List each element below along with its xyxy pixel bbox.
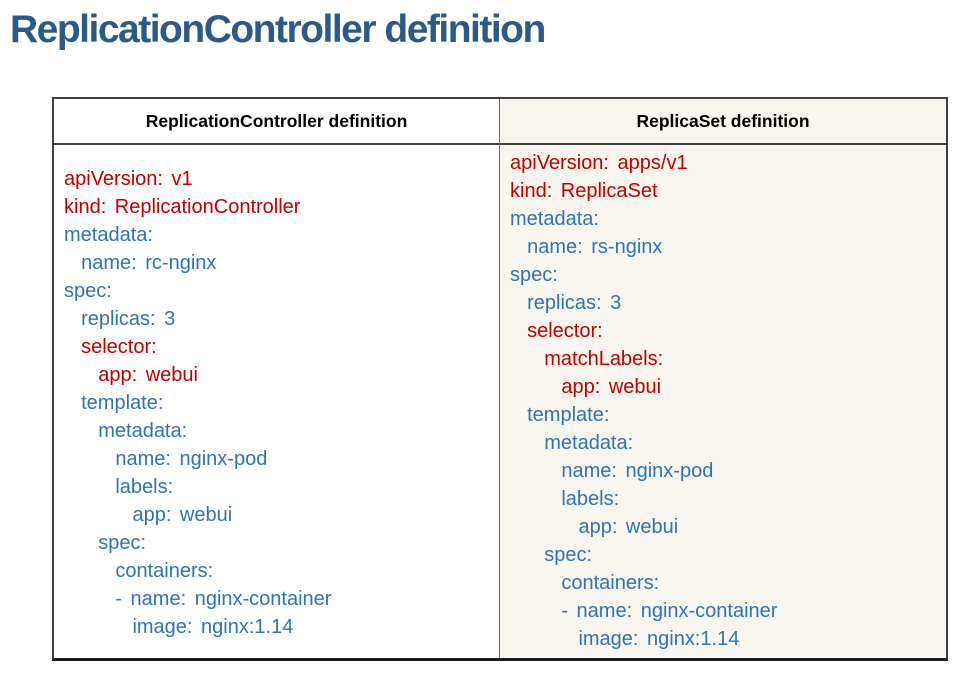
yaml-line: kind: ReplicaSet <box>510 180 658 202</box>
column-header-replicationcontroller: ReplicationController definition <box>54 99 499 145</box>
yaml-line: app: webui <box>64 504 233 526</box>
yaml-line: name: nginx-pod <box>510 460 714 482</box>
yaml-line: name: nginx-pod <box>64 448 268 470</box>
yaml-line: labels: <box>64 476 174 498</box>
yaml-block-replicationcontroller: apiVersion: v1 kind: ReplicationControlle… <box>54 145 499 658</box>
yaml-line: image: nginx:1.14 <box>510 628 740 650</box>
yaml-line: metadata: <box>510 432 634 454</box>
yaml-line: template: <box>510 404 610 426</box>
yaml-line: template: <box>64 392 164 414</box>
yaml-line: spec: <box>510 544 593 566</box>
page-title: ReplicationController definition <box>10 8 546 51</box>
column-replicaset: ReplicaSet definition apiVersion: apps/v… <box>500 99 946 658</box>
yaml-line: metadata: <box>510 208 599 230</box>
yaml-line: matchLabels: <box>510 348 664 370</box>
yaml-line: image: nginx:1.14 <box>64 616 294 638</box>
definition-comparison-table: ReplicationController definition apiVers… <box>52 97 948 661</box>
yaml-line: spec: <box>64 532 147 554</box>
yaml-line: spec: <box>510 264 558 286</box>
yaml-line: name: rc-nginx <box>64 252 217 274</box>
yaml-line: metadata: <box>64 224 153 246</box>
yaml-line: app: webui <box>510 376 662 398</box>
column-header-replicaset: ReplicaSet definition <box>500 99 946 145</box>
yaml-line: spec: <box>64 280 112 302</box>
yaml-line: selector: <box>64 336 157 358</box>
yaml-line: selector: <box>510 320 603 342</box>
yaml-line: apiVersion: v1 <box>64 168 193 190</box>
yaml-line: apiVersion: apps/v1 <box>510 152 688 174</box>
yaml-line: containers: <box>64 560 214 582</box>
column-replicationcontroller: ReplicationController definition apiVers… <box>54 99 500 658</box>
yaml-block-replicaset: apiVersion: apps/v1 kind: ReplicaSet metad… <box>500 145 946 658</box>
yaml-line: kind: ReplicationController <box>64 196 301 218</box>
yaml-line: app: webui <box>64 364 198 386</box>
yaml-line: app: webui <box>510 516 679 538</box>
yaml-line: replicas: 3 <box>64 308 176 330</box>
yaml-line: labels: <box>510 488 620 510</box>
yaml-line: - name: nginx-container <box>510 600 778 622</box>
yaml-line: name: rs-nginx <box>510 236 663 258</box>
yaml-line: - name: nginx-container <box>64 588 332 610</box>
yaml-line: containers: <box>510 572 660 594</box>
yaml-line: metadata: <box>64 420 188 442</box>
yaml-line: replicas: 3 <box>510 292 622 314</box>
